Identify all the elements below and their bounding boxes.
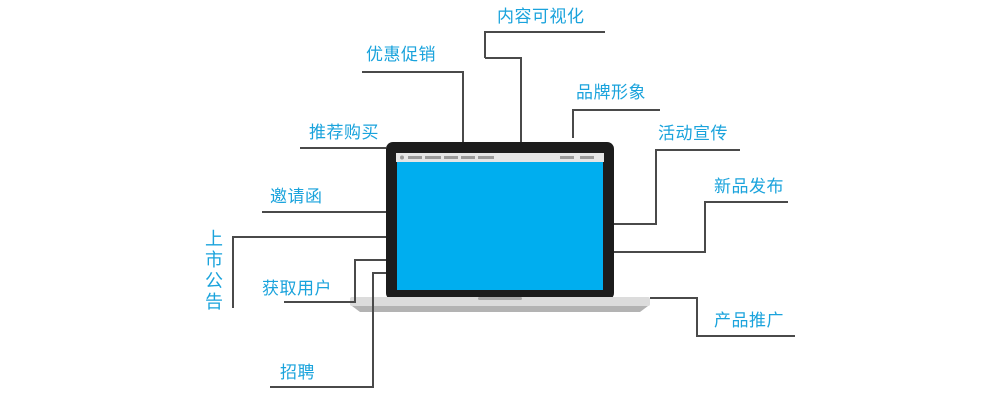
connector-event-promotion xyxy=(614,149,740,225)
connector-content-visualization-drop xyxy=(485,57,522,142)
toolbar-tab xyxy=(444,156,458,159)
toolbar-tab xyxy=(478,156,494,159)
connector-content-visualization xyxy=(484,31,605,58)
connector-lines xyxy=(232,31,795,388)
connector-new-product-launch xyxy=(614,201,788,253)
connector-recruitment xyxy=(270,272,386,388)
label-promotion: 优惠促销 xyxy=(366,45,436,65)
connector-promotion xyxy=(362,71,464,142)
label-content-visualization: 内容可视化 xyxy=(497,7,585,27)
label-new-product-launch: 新品发布 xyxy=(714,177,784,197)
toolbar-tab xyxy=(461,156,475,159)
connector-product-promotion xyxy=(650,297,795,337)
laptop-base xyxy=(350,297,650,306)
toolbar-tab xyxy=(560,156,574,159)
browser-toolbar xyxy=(396,153,604,162)
label-invitation: 邀请函 xyxy=(270,187,323,207)
laptop-base-bottom xyxy=(352,306,648,312)
label-user-acquisition: 获取用户 xyxy=(262,279,332,299)
label-recruitment: 招聘 xyxy=(280,363,315,383)
label-brand-image: 品牌形象 xyxy=(576,83,646,103)
laptop-notch xyxy=(478,297,522,300)
label-recommend-purchase: 推荐购买 xyxy=(309,123,379,143)
label-product-promotion: 产品推广 xyxy=(714,311,784,331)
label-listing-announcement: 上市公告 xyxy=(205,229,223,313)
toolbar-tab xyxy=(408,156,422,159)
browser-dot xyxy=(400,155,404,160)
connector-listing-announcement xyxy=(232,236,386,308)
connector-user-acquisition xyxy=(284,259,386,303)
laptop-screen xyxy=(397,162,603,290)
toolbar-tab xyxy=(425,156,441,159)
toolbar-tab xyxy=(580,156,594,159)
label-event-promotion: 活动宣传 xyxy=(658,124,728,144)
laptop xyxy=(350,142,650,312)
connector-brand-image xyxy=(572,109,660,138)
